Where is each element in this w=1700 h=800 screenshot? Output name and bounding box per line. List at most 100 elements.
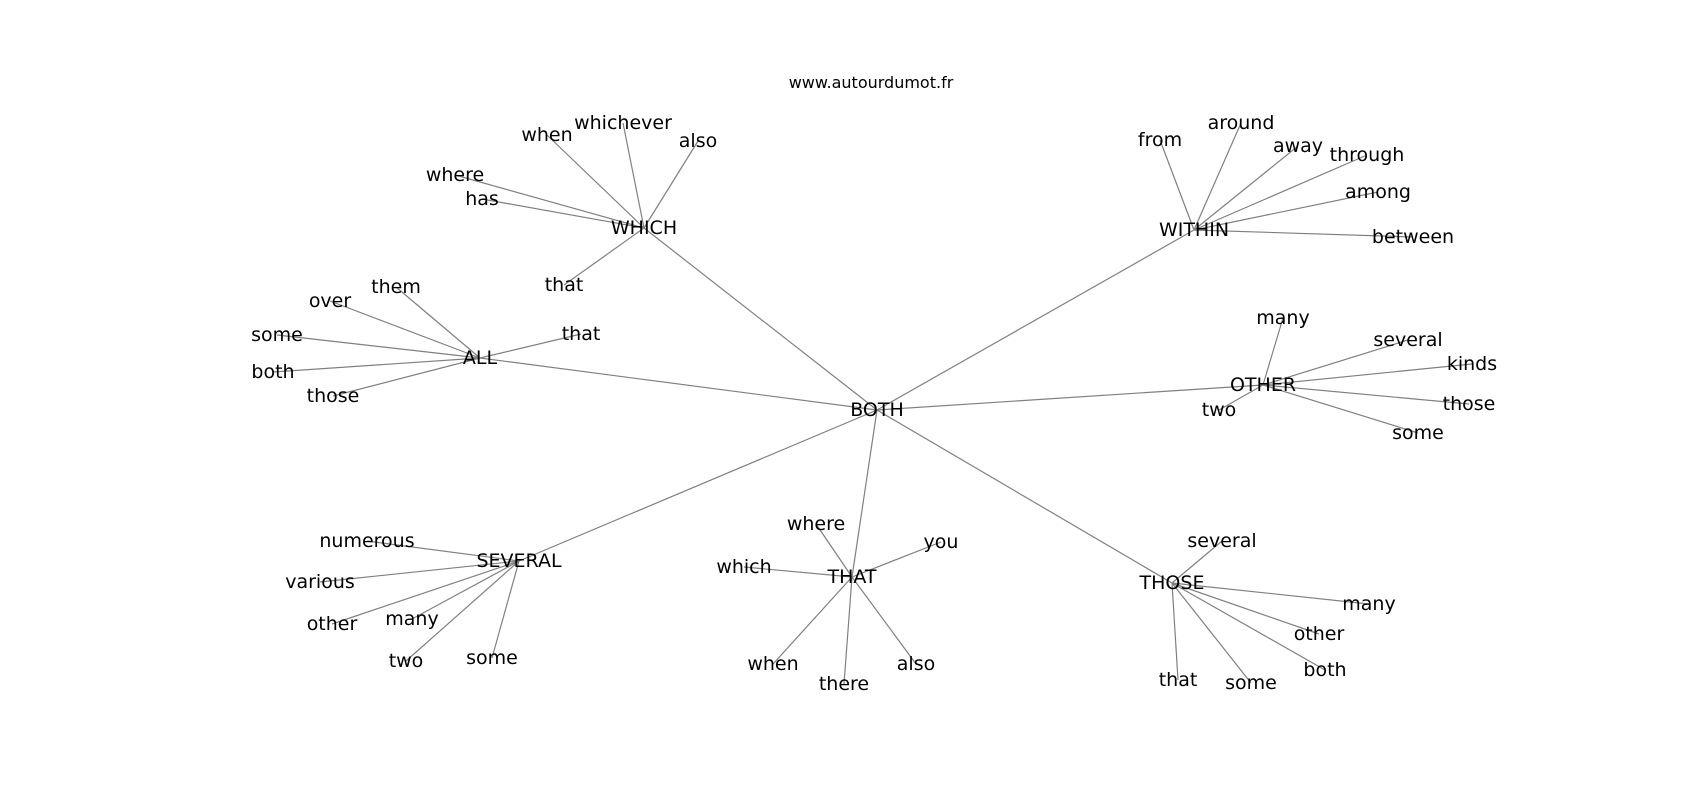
edge-several-some: [491, 560, 520, 659]
edge-those-that: [1171, 582, 1179, 681]
edge-other-kinds: [1262, 363, 1473, 386]
edge-both-several: [518, 409, 878, 562]
leaf-word-that-where: where: [787, 513, 845, 535]
edge-all-those: [332, 357, 481, 397]
edge-other-those: [1262, 384, 1470, 405]
edge-all-both: [272, 357, 481, 373]
edge-other-many: [1262, 317, 1284, 386]
leaf-word-within-between: between: [1372, 226, 1454, 248]
site-credit: www.autourdumot.fr: [789, 73, 954, 92]
edge-all-over: [329, 300, 481, 359]
leaf-word-several-two: two: [389, 650, 424, 672]
edge-several-various: [319, 560, 520, 583]
edge-both-that: [851, 409, 878, 578]
leaf-word-other-several: several: [1373, 329, 1442, 351]
center-word-both: BOTH: [850, 399, 904, 421]
edge-within-from: [1159, 139, 1195, 231]
leaf-word-all-over: over: [309, 290, 352, 312]
edge-other-some: [1262, 384, 1419, 434]
leaf-word-which-that: that: [545, 274, 584, 296]
leaf-word-those-both: both: [1303, 659, 1346, 681]
leaf-word-those-that: that: [1159, 669, 1198, 691]
hub-word-several: SEVERAL: [476, 550, 561, 572]
edge-that-where: [815, 523, 853, 578]
graph-edges: [272, 122, 1473, 685]
leaf-word-those-some: some: [1225, 672, 1277, 694]
edge-those-several: [1171, 540, 1223, 584]
hub-word-which: WHICH: [611, 217, 677, 239]
leaf-word-that-also: also: [897, 653, 935, 675]
leaf-word-that-you: you: [924, 531, 959, 553]
edge-that-which: [743, 566, 853, 578]
leaf-word-that-when: when: [747, 653, 798, 675]
leaf-word-several-numerous: numerous: [319, 530, 414, 552]
leaf-word-all-that: that: [562, 323, 601, 345]
leaf-word-several-some: some: [466, 647, 518, 669]
leaf-word-all-both: both: [251, 361, 294, 383]
edge-those-both: [1171, 582, 1326, 671]
edge-which-when: [546, 134, 645, 229]
edge-within-around: [1193, 122, 1242, 231]
edge-both-within: [876, 229, 1195, 411]
leaf-word-other-those: those: [1443, 393, 1496, 415]
edge-all-that: [479, 333, 582, 359]
leaf-word-other-two: two: [1202, 399, 1237, 421]
leaf-word-within-away: away: [1273, 135, 1323, 157]
edge-other-two: [1218, 384, 1264, 411]
graph-labels: BOTHWHICHwhenwhicheveralsowherehasthatWI…: [251, 112, 1497, 695]
leaf-word-several-various: various: [285, 571, 355, 593]
hub-word-those: THOSE: [1139, 572, 1205, 594]
edge-all-some: [276, 334, 481, 359]
leaf-word-all-them: them: [371, 276, 421, 298]
edge-within-through: [1193, 154, 1368, 231]
edge-that-also: [851, 576, 917, 665]
leaf-word-which-whichever: whichever: [574, 112, 672, 134]
edge-those-other: [1171, 582, 1320, 635]
edge-which-that: [563, 227, 645, 286]
hub-word-within: WITHIN: [1159, 219, 1229, 241]
leaf-word-that-which: which: [716, 556, 771, 578]
leaf-word-that-there: there: [819, 673, 869, 695]
edge-that-you: [851, 541, 942, 578]
leaf-word-within-around: around: [1208, 112, 1275, 134]
edge-several-many: [411, 560, 520, 620]
edge-which-has: [481, 198, 645, 229]
edge-which-where: [454, 174, 645, 229]
edge-which-also: [643, 140, 699, 229]
edge-both-all: [479, 357, 878, 411]
hub-word-that: THAT: [826, 566, 876, 588]
leaf-word-other-some: some: [1392, 422, 1444, 444]
leaf-word-several-many: many: [385, 608, 438, 630]
leaf-word-within-among: among: [1345, 181, 1411, 203]
leaf-word-all-those: those: [307, 385, 360, 407]
leaf-word-those-many: many: [1342, 593, 1395, 615]
edge-both-those: [876, 409, 1173, 584]
leaf-word-other-kinds: kinds: [1447, 353, 1497, 375]
edge-which-whichever: [622, 122, 645, 229]
edge-within-among: [1193, 191, 1379, 231]
leaf-word-those-other: other: [1294, 623, 1345, 645]
edge-several-other: [331, 560, 520, 625]
edge-within-between: [1193, 229, 1414, 238]
leaf-word-those-several: several: [1187, 530, 1256, 552]
edge-other-several: [1262, 339, 1409, 386]
leaf-word-within-through: through: [1330, 144, 1405, 166]
leaf-word-all-some: some: [251, 324, 303, 346]
edge-all-them: [395, 286, 481, 359]
leaf-word-which-has: has: [465, 188, 499, 210]
edge-those-some: [1171, 582, 1252, 684]
leaf-word-which-also: also: [679, 130, 717, 152]
edge-several-numerous: [366, 540, 520, 562]
leaf-word-which-where: where: [426, 164, 484, 186]
hub-word-other: OTHER: [1230, 374, 1296, 396]
leaf-word-other-many: many: [1256, 307, 1309, 329]
leaf-word-several-other: other: [307, 613, 358, 635]
edge-several-two: [405, 560, 520, 662]
edge-both-which: [643, 227, 878, 411]
leaf-word-within-from: from: [1138, 129, 1182, 151]
edge-that-there: [843, 576, 853, 685]
edge-that-when: [772, 576, 853, 665]
leaf-word-which-when: when: [521, 124, 572, 146]
hub-word-all: ALL: [463, 347, 498, 369]
